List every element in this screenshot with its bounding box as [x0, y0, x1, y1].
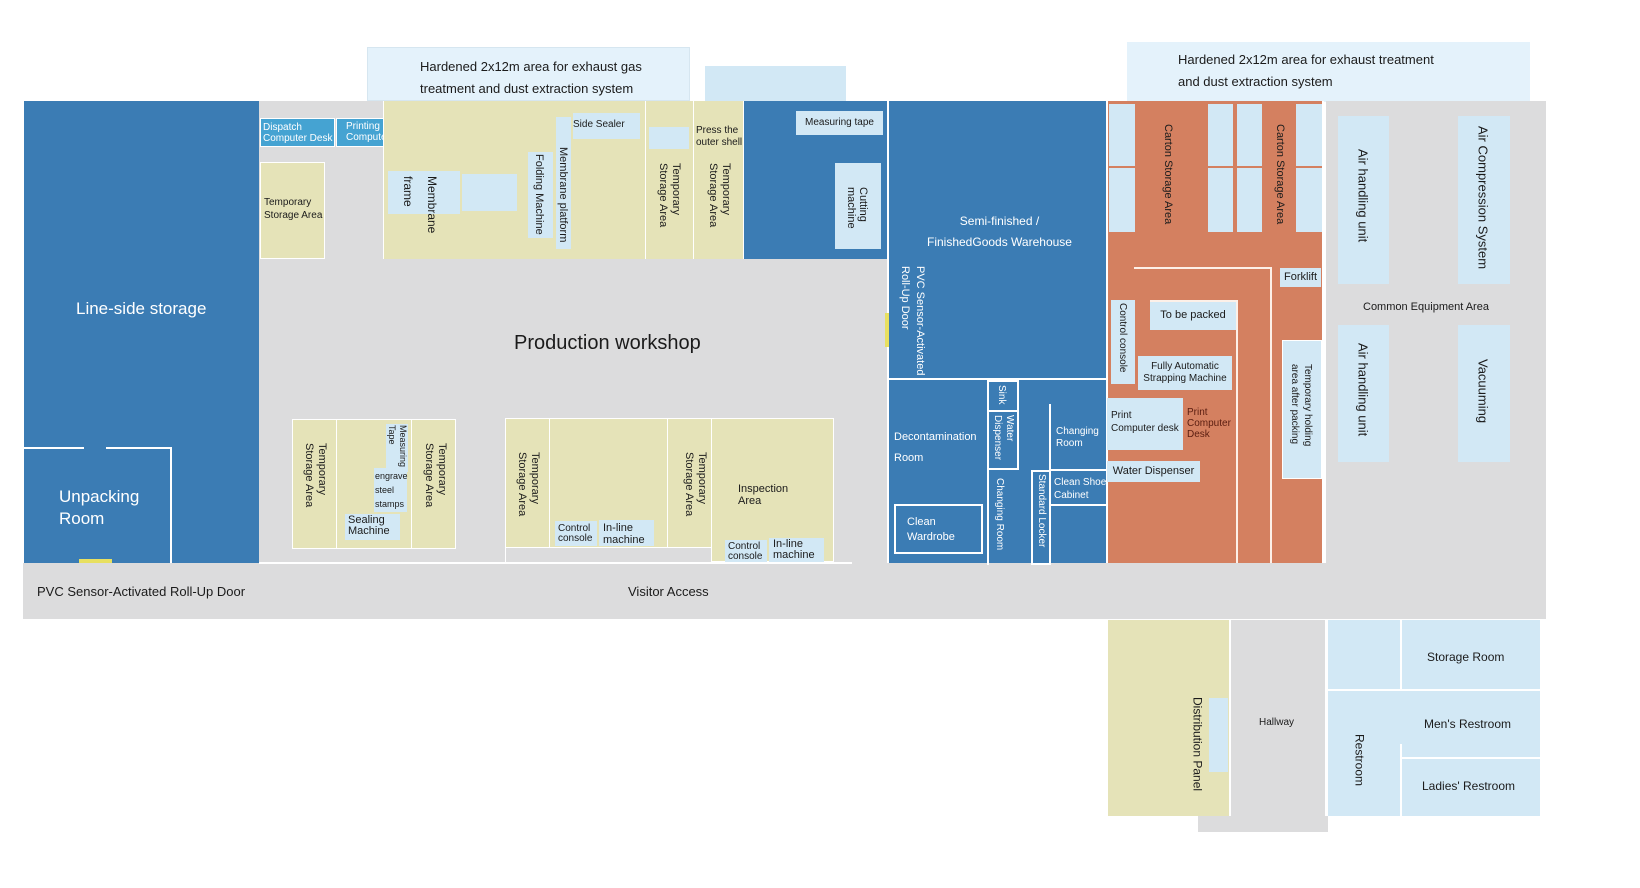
engrave-steel-stamps: engrave steel stamps [374, 468, 408, 512]
distribution-panel-label: Distribution Panel [1190, 697, 1205, 792]
measuring-tape: Measuring tape [796, 111, 883, 135]
line-side-storage: Line-side storage Unpacking Room [24, 101, 259, 563]
changing-room-label: Changing Room [1056, 426, 1099, 449]
air-handling-unit-2: Air handling unit [1338, 325, 1389, 462]
water-dispenser-packing: Water Dispenser [1107, 461, 1200, 482]
restroom-block [1326, 620, 1540, 816]
membrane-frame-label: Membrane frame [401, 176, 439, 234]
hallway-label: Hallway [1259, 717, 1295, 728]
clean-shoe-cabinet: Clean Shoe Cabinet [1049, 469, 1109, 506]
vacuuming: Vacuuming [1458, 325, 1510, 462]
temporary-holding-area: Temporary holding area after packing [1282, 340, 1322, 479]
visitor-access-label: Visitor Access [628, 584, 709, 599]
carton-storage-1: Carton Storage Area [1162, 124, 1175, 225]
hallway-exit [1198, 816, 1328, 832]
mens-restroom-label: Men's Restroom [1424, 717, 1511, 731]
inline-machine-1: In-line machine [599, 520, 654, 546]
unpacking-door[interactable] [79, 559, 112, 563]
temporary-storage-7: Temporary Storage Area [683, 452, 708, 517]
measuring-tape-small: Measuring Tape [386, 424, 408, 472]
press-outer-shell-label: Press the outer shell [696, 125, 743, 148]
cutting-machine: Cutting machine [835, 163, 881, 249]
decontamination-room-label: Decontamination Room [894, 431, 977, 464]
cutting-room: Measuring tape Cutting machine [743, 101, 887, 259]
ladies-restroom-label: Ladies' Restroom [1422, 779, 1515, 793]
distribution-panel-room [1108, 620, 1229, 816]
side-sealer: Side Sealer [573, 113, 640, 139]
common-equipment-label: Common Equipment Area [1363, 301, 1489, 313]
control-console-1: Control console [555, 521, 597, 546]
air-compression-system: Air Compression System [1458, 116, 1510, 284]
control-console-packing: Control console [1111, 300, 1135, 384]
membrane-platform: Membrane platform [556, 117, 571, 249]
exhaust-area-right-label: Hardened 2x12m area for exhaust treatmen… [1178, 52, 1434, 89]
warehouse-label: Semi-finished / FinishedGoods Warehouse [927, 214, 1072, 249]
water-dispenser-changing: Water Dispenser [987, 410, 1019, 470]
changing-room-vertical: Changing Room [994, 478, 1005, 551]
exhaust-area-left: Hardened 2x12m area for exhaust gas trea… [367, 47, 690, 101]
membrane-conveyor [462, 174, 517, 211]
strapping-machine: Fully Automatic Strapping Machine [1138, 356, 1232, 390]
inline-machine-2: In-line machine [769, 538, 824, 562]
temporary-storage-4: Temporary Storage Area [303, 443, 328, 508]
hallway: Hallway [1229, 620, 1325, 816]
warehouse-door[interactable] [885, 313, 889, 347]
unpacking-room-label: Unpacking Room [59, 487, 140, 528]
exhaust-duct-block [705, 66, 846, 102]
forklift: Forklift [1280, 268, 1321, 287]
folding-machine: Folding Machine [528, 152, 553, 238]
decontamination-block: Decontamination Room Clean Wardrobe Sink… [887, 378, 1109, 565]
standard-locker: Standard Locker [1031, 470, 1051, 565]
line-side-storage-label: Line-side storage [76, 299, 207, 318]
exhaust-area-left-label: Hardened 2x12m area for exhaust gas trea… [420, 59, 642, 96]
storage-room-label: Storage Room [1427, 650, 1505, 664]
control-console-2: Control console [725, 540, 767, 562]
visitor-corridor [23, 563, 1546, 619]
distribution-panel [1209, 698, 1228, 772]
inspection-area-label: Inspection Area [738, 483, 789, 507]
temporary-storage-3: Press the outer shell Temporary Storage … [693, 101, 743, 259]
to-be-packed: To be packed [1150, 302, 1236, 330]
carton-storage-2: Carton Storage Area [1274, 124, 1287, 225]
dispatch-computer-desk: Dispatch Computer Desk [260, 118, 335, 147]
air-handling-unit-1: Air handling unit [1338, 116, 1389, 284]
clean-wardrobe: Clean Wardrobe [894, 504, 983, 554]
sink: Sink [987, 380, 1019, 412]
restroom-label: Restroom [1352, 734, 1367, 787]
temporary-storage-1: Temporary Storage Area [260, 162, 325, 259]
production-workshop-label: Production workshop [514, 332, 701, 354]
roll-up-door-bottom-label: PVC Sensor-Activated Roll-Up Door [37, 584, 246, 599]
semi-finished-warehouse: Semi-finished / FinishedGoods Warehouse … [887, 101, 1107, 380]
sealing-machine: Sealing Machine [345, 514, 400, 540]
roll-up-door-side-label: PVC Sensor-Activated Roll-Up Door [899, 266, 926, 376]
membrane-frame [388, 171, 460, 214]
print-computer-desk: Print Computer desk [1107, 398, 1183, 450]
temporary-storage-6: Temporary Storage Area [516, 452, 541, 517]
print-computer-desk-label: Print Computer Desk [1187, 407, 1231, 440]
exhaust-area-right: Hardened 2x12m area for exhaust treatmen… [1127, 42, 1530, 102]
temporary-storage-2: Temporary Storage Area [645, 101, 693, 259]
temporary-storage-5: Temporary Storage Area [423, 443, 448, 508]
